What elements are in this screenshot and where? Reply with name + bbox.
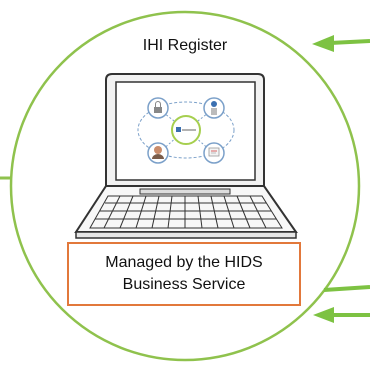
managed-line-1: Managed by the HIDS: [105, 254, 263, 271]
incoming-arrow-top: [312, 35, 370, 52]
info-node: [203, 97, 225, 119]
managed-by-box: Managed by the HIDS Business Service: [67, 242, 301, 306]
document-node: [203, 142, 225, 164]
incoming-arrow-bottom: [313, 307, 370, 323]
register-circle: [9, 10, 361, 362]
screen-network-diagram: [137, 97, 235, 164]
person-node: [147, 142, 169, 164]
managed-line-2: Business Service: [122, 276, 246, 293]
laptop-icon: [74, 73, 298, 239]
register-title: IHI Register: [142, 37, 228, 54]
lock-node: [147, 97, 169, 119]
outgoing-line-bottom: [323, 285, 370, 292]
